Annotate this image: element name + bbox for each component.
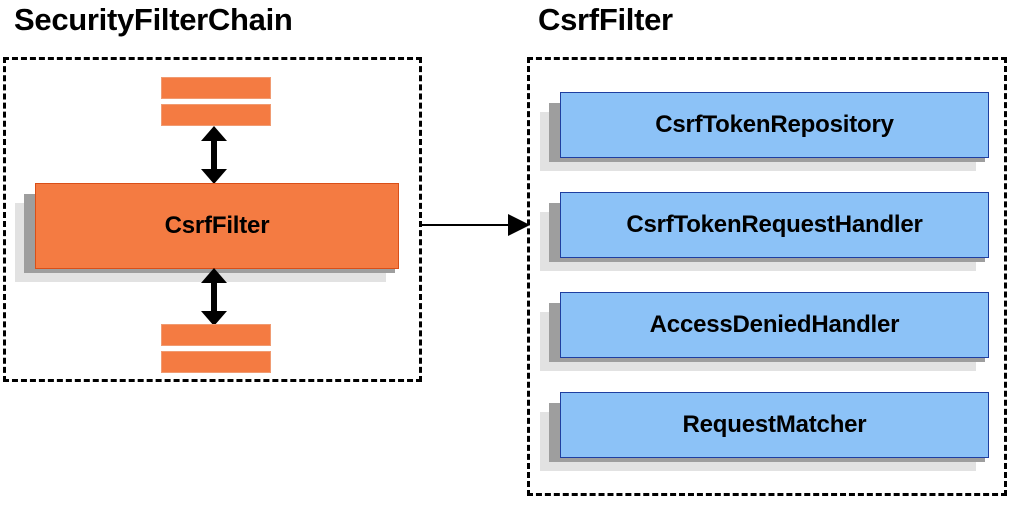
arrow-head-down-icon — [201, 169, 227, 184]
panel-title-security-filter-chain: SecurityFilterChain — [14, 2, 293, 37]
panel-security-filter-chain — [3, 57, 422, 382]
panel-title-csrf-filter: CsrfFilter — [538, 2, 673, 37]
node-label: RequestMatcher — [682, 411, 867, 438]
filter-bar-above-1 — [161, 77, 271, 99]
bidirectional-arrow-below-csrffilter — [201, 268, 227, 326]
filter-bar-below-2 — [161, 351, 271, 373]
filter-bar-below-1 — [161, 324, 271, 346]
arrow-head-up-icon — [201, 126, 227, 141]
node-face: CsrfFilter — [35, 183, 399, 269]
node-face: CsrfTokenRepository — [560, 92, 989, 158]
panel-csrf-filter — [527, 57, 1007, 496]
bidirectional-arrow-above-csrffilter — [201, 126, 227, 184]
arrow-head-up-icon — [201, 268, 227, 283]
node-label: AccessDeniedHandler — [649, 311, 900, 338]
arrow-shaft — [211, 138, 217, 172]
connector-shaft — [422, 224, 514, 226]
node-label: CsrfFilter — [164, 212, 270, 239]
node-label: CsrfTokenRequestHandler — [626, 211, 923, 238]
arrow-shaft — [211, 280, 217, 314]
node-face: RequestMatcher — [560, 392, 989, 458]
node-accessdeniedhandler[interactable]: AccessDeniedHandler — [540, 292, 989, 371]
node-csrftokenrequesthandler[interactable]: CsrfTokenRequestHandler — [540, 192, 989, 271]
node-face: CsrfTokenRequestHandler — [560, 192, 989, 258]
node-face: AccessDeniedHandler — [560, 292, 989, 358]
node-csrffilter[interactable]: CsrfFilter — [15, 183, 399, 282]
node-label: CsrfTokenRepository — [655, 111, 894, 138]
arrow-head-down-icon — [201, 311, 227, 326]
filter-bar-above-2 — [161, 104, 271, 126]
node-csrftokenrepository[interactable]: CsrfTokenRepository — [540, 92, 989, 171]
arrow-head-right-icon — [508, 214, 530, 236]
node-requestmatcher[interactable]: RequestMatcher — [540, 392, 989, 471]
connector-arrow-csrffilter-to-collaborators — [422, 214, 530, 236]
